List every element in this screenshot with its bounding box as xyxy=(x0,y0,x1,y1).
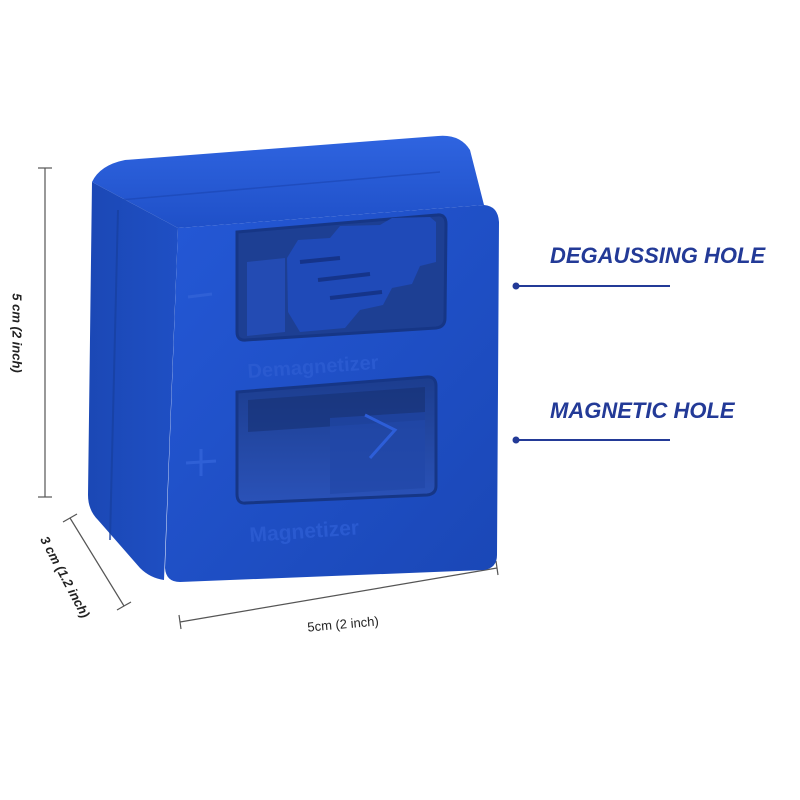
magnetic-hole xyxy=(235,375,438,505)
degaussing-hole xyxy=(235,213,448,342)
width-dimension-line xyxy=(178,560,499,630)
degaussing-callout-line xyxy=(512,282,670,290)
minus-symbol xyxy=(187,292,213,299)
block-side-face xyxy=(88,182,178,580)
plus-symbol xyxy=(185,449,217,476)
degaussing-hole-callout: DEGAUSSING HOLE xyxy=(550,243,766,268)
magnetizer-block: Demagnetizer Magnetizer xyxy=(88,135,499,582)
magnetic-hole-callout: MAGNETIC HOLE xyxy=(550,398,735,423)
block-top-face xyxy=(92,135,484,228)
height-dimension-label: 5 cm (2 inch) xyxy=(9,293,25,373)
magnetic-callout-line xyxy=(512,436,670,444)
height-dimension-line xyxy=(38,167,52,498)
depth-dimension-line xyxy=(62,513,132,611)
